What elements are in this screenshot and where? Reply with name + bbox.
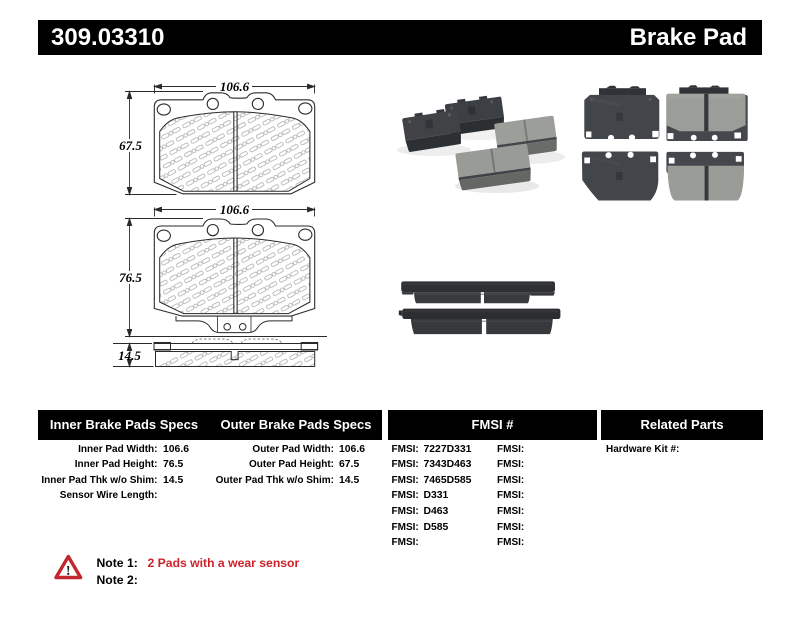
svg-text:106.6: 106.6 [220,79,250,94]
svg-text:67.5: 67.5 [119,138,142,153]
svg-text:106.6: 106.6 [220,202,250,217]
svg-text:!: ! [66,563,71,578]
svg-text:14.5: 14.5 [118,348,141,363]
svg-text:76.5: 76.5 [119,270,142,285]
